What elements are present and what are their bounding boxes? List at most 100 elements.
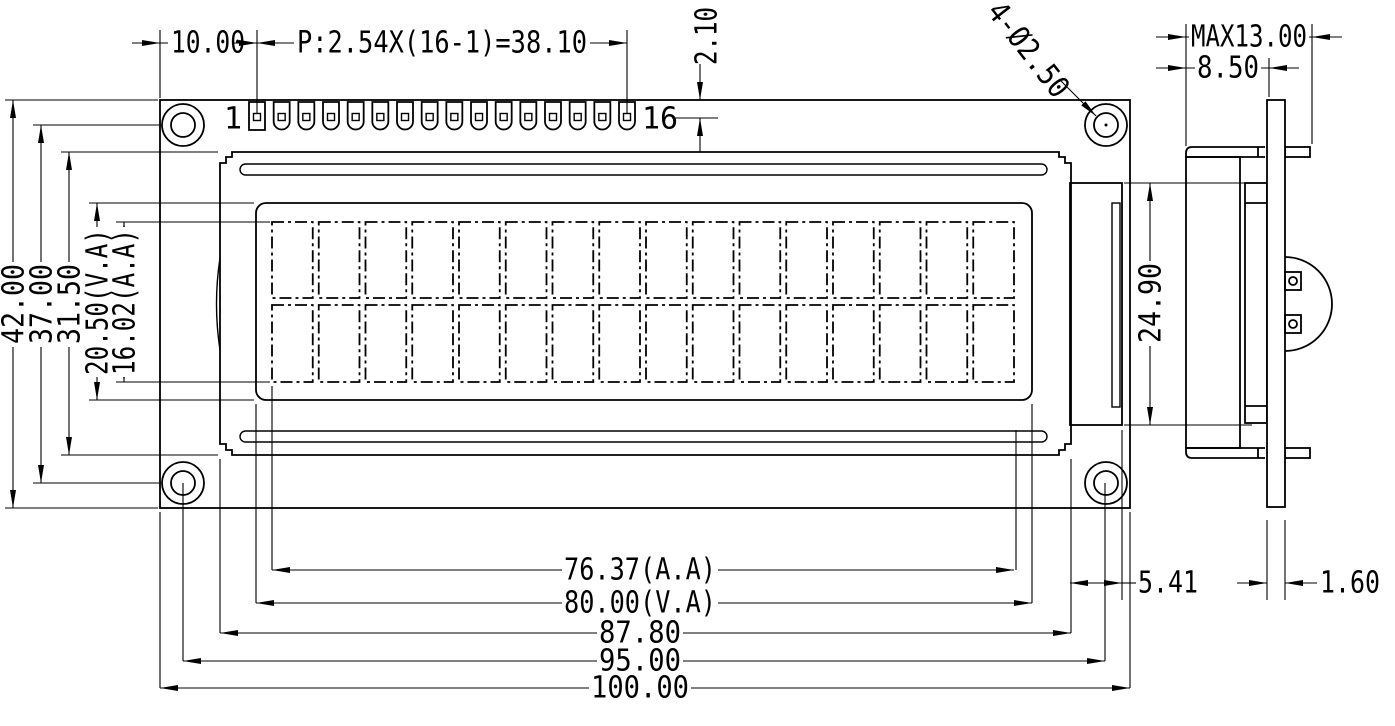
character-cell [645, 221, 688, 299]
pin-hole [548, 112, 558, 122]
dim-active-area-width: 76.37(A.A) [564, 553, 716, 588]
character-cell [458, 221, 501, 299]
character-cell [972, 304, 1015, 383]
label-backgrounds [0, 5, 1309, 702]
character-cell [551, 304, 595, 383]
character-cell [691, 221, 735, 299]
pin-1-label: 1 [224, 102, 242, 137]
character-cell [504, 221, 548, 299]
dim-pin-pitch: P:2.54X(16-1)=38.10 [297, 26, 587, 61]
character-cell [317, 221, 361, 299]
dim-glass-height: 24.90 [1134, 263, 1169, 343]
pin-hole [598, 112, 607, 122]
dim-max-depth: MAX13.00 [1191, 20, 1307, 55]
pin-hole [622, 112, 632, 122]
character-cell [878, 221, 922, 299]
pin-side-top [1284, 146, 1311, 158]
character-cell [785, 304, 828, 383]
pin-hole [252, 112, 262, 122]
pin-pad [568, 101, 587, 131]
pin-side-bottom [1284, 447, 1311, 459]
pin-hole [474, 112, 484, 122]
bezel-flange-bottom [1185, 447, 1265, 459]
mounting-hole-bottom-right [1084, 461, 1128, 505]
dim-hole-span-horizontal: 95.00 [599, 644, 681, 679]
pin-pad [371, 101, 390, 131]
pin-hole [400, 112, 410, 122]
cob-blob [1284, 256, 1333, 352]
dim-glass-overhang: 5.41 [1138, 566, 1198, 601]
bezel-slot-top [239, 163, 1048, 176]
character-cell [832, 221, 875, 299]
character-cell [738, 304, 782, 383]
character-cell [271, 304, 314, 383]
character-cell [972, 221, 1015, 299]
pin-header-pads [248, 101, 636, 131]
character-cell [458, 304, 501, 383]
mounting-hole-top-left [161, 103, 205, 147]
pin-hole [524, 112, 533, 122]
pin-pad [297, 101, 316, 131]
character-cell [598, 221, 641, 299]
character-cell [878, 304, 922, 383]
dim-active-area-height: 16.02(A.A) [108, 229, 143, 375]
dim-mounting-holes: 4-Ø2.50 [980, 0, 1077, 105]
character-cell [364, 221, 408, 299]
pin-pad [322, 101, 340, 131]
dim-depth-to-pcb: 8.50 [1197, 51, 1259, 86]
character-cell [738, 221, 782, 299]
pin-pad [618, 101, 636, 131]
dim-bezel-width: 87.80 [599, 616, 681, 651]
pin-hole [326, 112, 336, 122]
character-cell [411, 304, 454, 383]
viewing-area [255, 202, 1033, 401]
pin-pad [519, 101, 538, 131]
character-cell [504, 304, 548, 383]
character-cell [551, 221, 595, 299]
dim-hole-span-vertical: 37.00 [25, 264, 60, 344]
cob-bump-2 [1284, 314, 1302, 334]
dim-pcb-thickness: 1.60 [1320, 566, 1380, 601]
pin-hole [351, 112, 360, 122]
pin-pad [346, 101, 365, 131]
mounting-hole-top-right [1084, 103, 1128, 147]
pin-hole [277, 112, 286, 122]
pin-pad [272, 101, 291, 131]
character-cell [271, 221, 314, 299]
pin-pad [445, 101, 464, 131]
character-cell [785, 221, 828, 299]
character-grid [271, 221, 1015, 383]
character-cell [691, 304, 735, 383]
cob-bump-1 [1284, 271, 1302, 291]
glass-tab-right-strip [1111, 202, 1121, 408]
outside-arrows [132, 34, 1342, 586]
pin-hole [573, 112, 582, 122]
dim-viewing-area-width: 80.00(V.A) [564, 586, 716, 621]
bezel-body-side [1185, 156, 1241, 449]
pin-pad [593, 101, 612, 131]
character-cell [317, 304, 361, 383]
lcd-glass-side [1244, 182, 1268, 424]
character-cell [598, 304, 641, 383]
dimension-labels: 10.00 P:2.54X(16-1)=38.10 2.10 4-Ø2.50 M… [0, 0, 1380, 706]
pin-pad [544, 101, 562, 131]
character-cell [832, 304, 875, 383]
dim-bezel-height: 31.50 [53, 264, 88, 344]
dim-viewing-area-height: 20.50(V.A) [81, 229, 116, 375]
pin-pad [396, 101, 414, 131]
glass-tab-right [1069, 182, 1123, 426]
dim-board-width: 100.00 [591, 671, 689, 706]
pin-pad [420, 101, 439, 131]
pin-hole [302, 112, 311, 122]
pin-hole [499, 112, 508, 122]
pcb-side [1266, 99, 1286, 508]
bezel-frame [219, 151, 1072, 456]
front-view [159, 99, 1131, 509]
dim-pin-row-to-edge: 2.10 [690, 7, 725, 65]
character-cell [645, 304, 688, 383]
pin-hole [376, 112, 385, 122]
dim-board-height: 42.00 [0, 264, 32, 344]
character-cell [925, 304, 969, 383]
bezel-flange-top [1185, 146, 1265, 158]
